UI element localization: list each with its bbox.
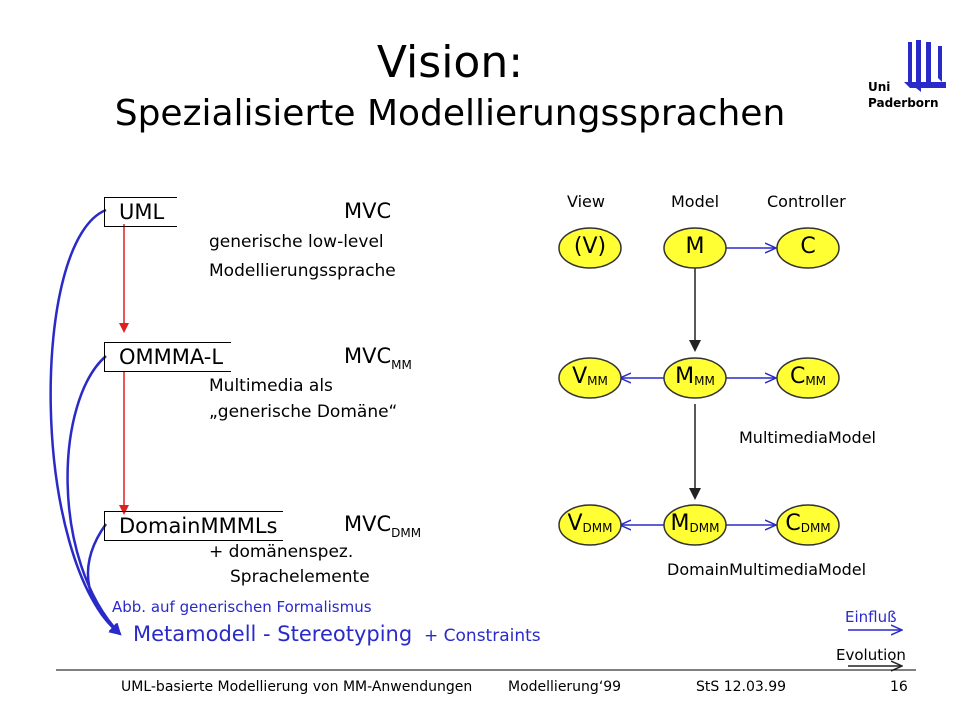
mvc-text: MVC — [344, 512, 392, 536]
node-model-mm — [663, 357, 727, 399]
university-logo: Uni Paderborn — [864, 38, 954, 118]
desc-ommma-1: Multimedia als — [209, 376, 333, 396]
node-controller-label: C — [777, 234, 839, 259]
legend-evolution-label: Evolution — [836, 646, 906, 664]
legend-influence-label: Einfluß — [845, 608, 897, 626]
page-title: Vision: — [376, 37, 524, 88]
mapping-curve-ommma — [66, 355, 122, 636]
node-subscript: MM — [805, 374, 827, 388]
node-controller — [776, 227, 840, 269]
node-view — [558, 227, 622, 269]
desc-uml-1: generische low-level — [209, 232, 384, 252]
footer-date: StS 12.03.99 — [696, 679, 787, 695]
mvc-label-ommma: MVCMM — [344, 344, 412, 372]
node-view-dmm-label: VDMM — [559, 511, 621, 536]
level-label-uml: UML — [119, 200, 165, 224]
desc-domain-2: Sprachelemente — [230, 567, 370, 587]
node-controller-dmm — [776, 504, 840, 546]
node-subscript: DMM — [689, 521, 720, 535]
node-controller-mm-label: CMM — [777, 364, 839, 389]
node-text: (V) — [573, 234, 607, 259]
domain-multimedia-model-label: DomainMultimediaModel — [667, 560, 867, 579]
footer-page-number: 16 — [890, 679, 908, 695]
header-controller: Controller — [767, 192, 846, 211]
node-text: C — [789, 364, 806, 389]
logo-text-uni: Uni — [868, 80, 891, 94]
metamodel-label: Metamodell - Stereotyping — [133, 622, 413, 646]
node-subscript: MM — [587, 374, 608, 388]
node-text: M — [670, 511, 690, 536]
multimedia-model-label: MultimediaModel — [739, 428, 876, 447]
mvc-subscript: MM — [391, 358, 412, 372]
footer-event: Modellierung‘99 — [508, 679, 622, 695]
level-box-ommma: OMMMA-L — [104, 342, 231, 372]
node-subscript: MM — [694, 374, 715, 388]
logo-text-paderborn: Paderborn — [868, 96, 939, 110]
node-subscript: DMM — [800, 521, 831, 535]
node-controller-dmm-label: CDMM — [777, 511, 839, 536]
header-view: View — [567, 192, 605, 211]
node-model — [663, 227, 727, 269]
node-text: M — [685, 234, 705, 259]
level-label-domain: DomainMMMLs — [119, 514, 278, 538]
node-view-label: (V) — [559, 234, 621, 259]
mapping-curve-domain — [86, 523, 122, 636]
node-text: C — [785, 511, 801, 536]
level-box-uml: UML — [104, 197, 177, 227]
node-controller-mm — [776, 357, 840, 399]
node-view-dmm — [558, 504, 622, 546]
mvc-text: MVC — [344, 199, 392, 223]
mapping-label: Abb. auf generischen Formalismus — [112, 598, 372, 616]
node-model-mm-label: MMM — [664, 364, 726, 389]
node-model-dmm-label: MDMM — [664, 511, 726, 536]
level-box-domain: DomainMMMLs — [104, 511, 283, 541]
logo-mark — [904, 40, 946, 92]
node-view-mm-label: VMM — [559, 364, 621, 389]
node-text: V — [567, 511, 583, 536]
footer-course-title: UML-basierte Modellierung von MM-Anwendu… — [121, 679, 473, 695]
node-text: V — [572, 364, 588, 389]
node-model-label: M — [664, 234, 726, 259]
level-label-ommma: OMMMA-L — [119, 345, 224, 369]
mvc-text: MVC — [344, 344, 392, 368]
mvc-label-uml: MVC — [344, 199, 391, 223]
constraints-label: + Constraints — [424, 626, 541, 646]
desc-uml-2: Modellierungssprache — [209, 261, 396, 281]
mvc-subscript: DMM — [391, 526, 422, 540]
mvc-label-domain: MVCDMM — [344, 512, 421, 540]
header-model: Model — [671, 192, 720, 211]
page-subtitle: Spezialisierte Modellierungssprachen — [114, 93, 786, 134]
node-text: C — [800, 234, 816, 259]
desc-ommma-2: „generische Domäne“ — [209, 402, 398, 422]
node-view-mm — [558, 357, 622, 399]
desc-domain-1: + domänenspez. — [209, 542, 354, 562]
mapping-curve-uml — [49, 208, 122, 636]
node-model-dmm — [663, 504, 727, 546]
node-subscript: DMM — [582, 521, 613, 535]
node-text: M — [675, 364, 695, 389]
